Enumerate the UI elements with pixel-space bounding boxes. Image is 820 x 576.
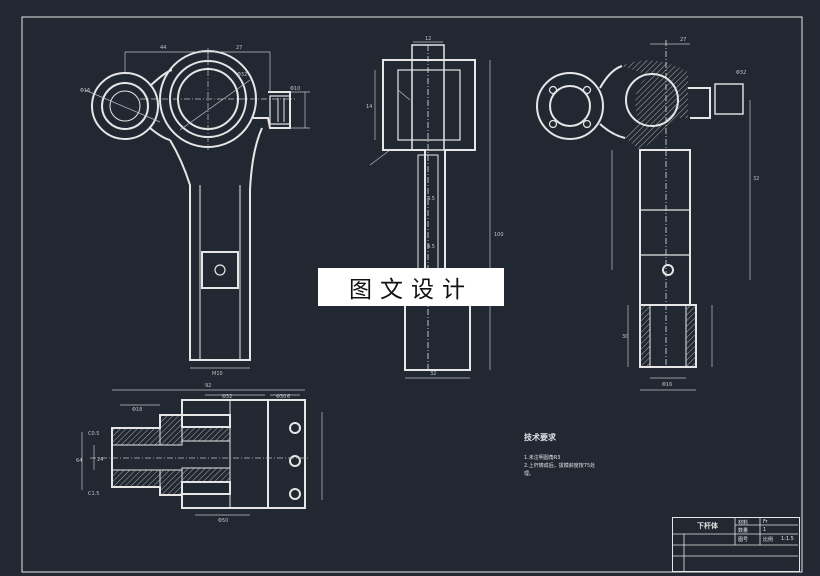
dim-bottom-left-10: Φ50 bbox=[218, 518, 228, 524]
right-view-dims bbox=[611, 43, 751, 391]
drawing-number-label: 图号 bbox=[738, 537, 749, 543]
top-view-hatch-3 bbox=[159, 414, 183, 446]
dim-middle-6: 32 bbox=[430, 371, 436, 377]
right-view-hatch-left bbox=[640, 305, 650, 367]
title-block: 下杆体 材料 Fr 数量 1 图号 比例 1:1.5 bbox=[672, 517, 800, 572]
top-view-hatch-5 bbox=[181, 426, 231, 442]
technical-requirements-title: 技术要求 bbox=[524, 433, 556, 442]
watermark-label: 图文设计 bbox=[318, 268, 504, 306]
dim-middle-4: 100 bbox=[494, 232, 504, 238]
scale-value: 1:1.5 bbox=[781, 536, 794, 542]
technical-requirement-3: 理。 bbox=[524, 471, 535, 477]
technical-requirement-2: 2.上杆铸成后，拔模斜度按75处 bbox=[524, 463, 596, 469]
part-name: 下杆体 bbox=[697, 522, 718, 530]
dim-top-left-4: Φ16 bbox=[80, 88, 90, 94]
side-view bbox=[382, 44, 476, 371]
scale-label: 比例 bbox=[763, 537, 774, 543]
dim-top-left-5: Φ10 bbox=[290, 86, 300, 92]
top-view bbox=[111, 399, 306, 509]
quantity-label: 数量 bbox=[738, 528, 749, 534]
dim-bottom-left-1: 92 bbox=[205, 383, 211, 389]
dim-right-4: 30 bbox=[622, 334, 628, 340]
dim-bottom-left-2: Φ18 bbox=[132, 407, 142, 413]
dim-bottom-left-4: Φ30 bbox=[276, 394, 286, 400]
dim-bottom-left-5: 6 bbox=[287, 394, 290, 400]
material-value: Fr bbox=[763, 519, 768, 525]
top-view-hatch-4 bbox=[159, 469, 183, 496]
dim-right-1: 27 bbox=[680, 37, 686, 43]
dim-top-left-3: Φ32 bbox=[237, 72, 247, 78]
title-block-grid bbox=[672, 517, 798, 572]
right-view-hatch-right bbox=[686, 305, 696, 367]
dim-top-left-6: M10 bbox=[212, 371, 223, 377]
top-view-hatch-2 bbox=[111, 469, 161, 488]
technical-requirement-1: 1.未注明圆角R3 bbox=[524, 455, 561, 461]
dim-top-left-1: 44 bbox=[160, 45, 166, 51]
dim-bottom-left-9: C1.5 bbox=[88, 491, 99, 497]
front-view-dims bbox=[84, 48, 310, 369]
front-view bbox=[91, 50, 291, 361]
side-view-dims bbox=[369, 41, 491, 379]
top-view-hatch-6 bbox=[181, 467, 231, 483]
dim-top-left-2: 27 bbox=[236, 45, 242, 51]
top-view-dims bbox=[81, 389, 323, 516]
dim-right-2: Φ32 bbox=[736, 70, 746, 76]
dim-right-3: 32 bbox=[753, 176, 759, 182]
dim-middle-3: 4.5 bbox=[427, 244, 435, 250]
material-label: 材料 bbox=[738, 520, 749, 526]
dim-middle-5: 14 bbox=[366, 104, 372, 110]
dim-bottom-left-6: C0.5 bbox=[88, 431, 99, 437]
dim-bottom-left-3: Φ32 bbox=[222, 394, 232, 400]
technical-requirements: 技术要求 1.未注明圆角R3 2.上杆铸成后，拔模斜度按75处 理。 bbox=[524, 434, 595, 478]
dim-middle-1: 12 bbox=[425, 36, 431, 42]
dim-bottom-left-8: 24 bbox=[97, 457, 103, 463]
dim-right-5: Φ16 bbox=[662, 382, 672, 388]
right-view-hatch-top bbox=[622, 60, 688, 151]
top-view-hatch-1 bbox=[111, 427, 161, 446]
quantity-value: 1 bbox=[763, 527, 767, 533]
dim-bottom-left-7: 64 bbox=[76, 458, 82, 464]
dim-middle-2: 4.5 bbox=[427, 196, 435, 202]
drawing-frame bbox=[21, 16, 803, 573]
